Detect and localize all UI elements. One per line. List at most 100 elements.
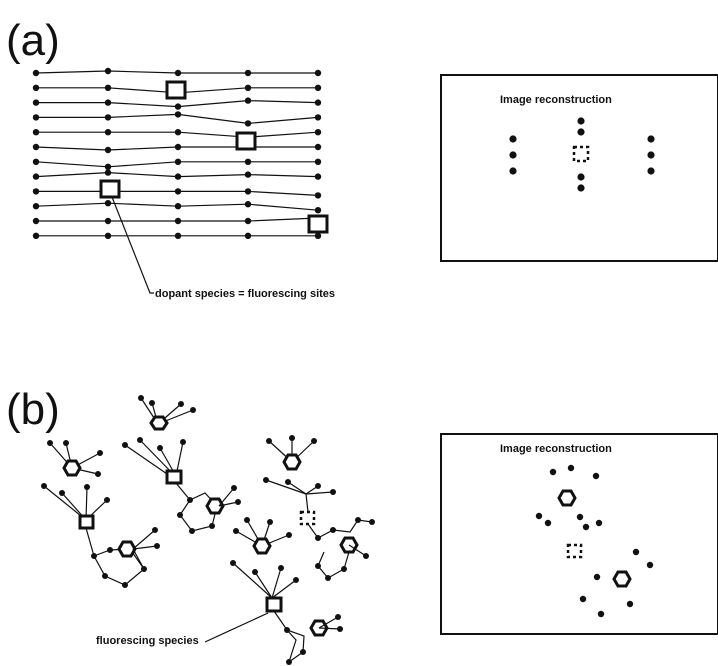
lattice-atom [104, 114, 112, 121]
lattice-atom [314, 84, 322, 92]
lattice-atom [314, 99, 322, 106]
image-point [647, 167, 655, 175]
lattice-atom [174, 217, 182, 225]
lattice-atom [104, 163, 112, 170]
panel-b-label: (b) [6, 385, 60, 434]
image-point [509, 167, 517, 175]
lattice-atom [314, 69, 322, 77]
lattice-atom [314, 158, 322, 165]
hexagon-ring [252, 537, 272, 555]
lattice-atom [32, 188, 40, 195]
lattice-atom [32, 143, 40, 151]
image-point [577, 117, 585, 125]
lattice-atom [314, 114, 322, 121]
lattice-atom [174, 203, 182, 210]
lattice-atom [32, 232, 40, 239]
lattice-atom [104, 200, 112, 207]
fluorescing-site [265, 596, 283, 613]
reconstruction-points-a [509, 117, 655, 192]
lattice-atom [314, 192, 322, 199]
lattice-atom [174, 188, 182, 195]
lattice-atom [104, 84, 112, 92]
lattice-atom [244, 84, 252, 92]
lattice-atom [244, 69, 252, 77]
lattice-atom [104, 67, 112, 75]
lattice-atom [174, 143, 182, 151]
molecule [263, 435, 375, 581]
lattice-atom [244, 158, 252, 165]
hexagon-ring [282, 453, 302, 471]
lattice-atom [104, 169, 112, 176]
lattice-atom [32, 99, 40, 106]
callout-text-a: dopant species = fluorescing sites [155, 288, 335, 300]
lattice-atom [174, 173, 182, 180]
image-point [577, 184, 585, 192]
lattice-atom [104, 129, 112, 136]
callout-text-b: fluorescing species [96, 635, 199, 647]
reconstructed-fluorescing-site [566, 543, 583, 559]
lattice-atom [314, 129, 322, 136]
lattice-atom [314, 232, 322, 239]
lattice-atom [314, 207, 322, 214]
dopant-site [99, 179, 121, 199]
reconstruction-title-b: Image reconstruction [500, 443, 612, 455]
hexagon-ring [149, 415, 169, 431]
lattice-atom [174, 69, 182, 77]
hexagon-ring [205, 497, 225, 515]
lattice-atom [244, 97, 252, 104]
image-point [509, 151, 517, 159]
lattice-atom [32, 69, 40, 77]
lattice-atom [244, 201, 252, 208]
lattice-atom [314, 173, 322, 180]
lattice-atom [244, 120, 252, 127]
crystal-lattice [32, 67, 322, 239]
hexagon-ring [117, 540, 137, 558]
lattice-atom [32, 114, 40, 121]
reconstruction-title-a: Image reconstruction [500, 94, 612, 106]
lattice-atom [104, 146, 112, 154]
dopant-site [307, 214, 329, 234]
lattice-atom [32, 129, 40, 136]
molecule [41, 440, 160, 588]
fluorescing-site [78, 514, 95, 530]
lattice-atom [244, 188, 252, 195]
lattice-atom [32, 217, 40, 225]
lattice-atom [32, 173, 40, 180]
callout-leader-b [204, 612, 269, 643]
lattice-atom [32, 84, 40, 92]
lattice-atom [104, 99, 112, 106]
image-point [509, 135, 517, 143]
lattice-atom [174, 129, 182, 136]
reconstruction-box-b [440, 433, 718, 635]
reconstruction-box-a [440, 74, 718, 262]
dopant-site [165, 80, 187, 100]
reconstructed-dopant [572, 145, 590, 163]
image-point [577, 128, 585, 136]
lattice-atom [244, 232, 252, 239]
molecule [122, 395, 241, 534]
image-point [647, 135, 655, 143]
panel-a-label: (a) [6, 16, 60, 65]
fluorescing-site-dashed [299, 510, 316, 526]
molecular-solid [41, 395, 375, 665]
reconstruction-points-b [535, 464, 654, 618]
lattice-atom [314, 143, 322, 151]
image-point [647, 151, 655, 159]
hexagon-ring [62, 459, 82, 477]
lattice-atom [174, 158, 182, 165]
dopant-site [235, 131, 257, 151]
reconstructed-ring [557, 489, 577, 507]
callout-leader-a [111, 196, 154, 294]
lattice-atom [104, 232, 112, 239]
lattice-atom [32, 203, 40, 210]
lattice-atom [174, 232, 182, 239]
reconstructed-ring [612, 570, 632, 588]
lattice-atom [104, 217, 112, 225]
image-point [577, 173, 585, 181]
lattice-atom [32, 158, 40, 165]
lattice-atom [174, 111, 182, 118]
lattice-atom [174, 103, 182, 110]
lattice-atom [244, 217, 252, 225]
